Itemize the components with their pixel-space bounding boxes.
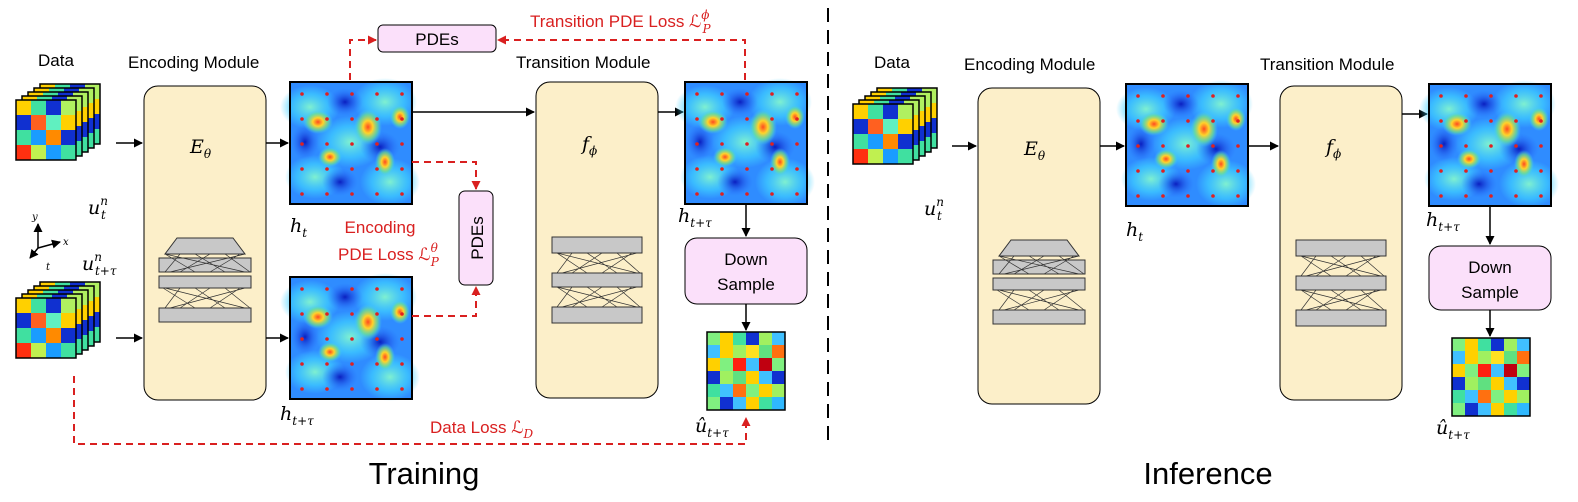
label-ht: ht	[290, 215, 307, 240]
inference-transition-label: Transition Module	[1260, 55, 1395, 74]
encoder-network-icon	[158, 237, 252, 323]
inference-transition-symbol: fϕ	[1324, 136, 1341, 161]
label-uhat: ût+τ	[695, 415, 729, 440]
svg-text:x: x	[63, 237, 69, 248]
inference-transition-network-icon	[1295, 239, 1387, 327]
latent-field-httau	[279, 272, 421, 402]
inference-downsample-line1: Down	[1468, 258, 1511, 277]
label-httau: ht+τ	[280, 403, 314, 428]
downsample-box	[684, 237, 808, 305]
latent-field-out	[674, 77, 816, 207]
inference-latent-ht	[1115, 79, 1257, 209]
inference-latent-out	[1418, 79, 1560, 209]
inference-encoder-symbol: Eθ	[1023, 138, 1046, 163]
inference-label-hout: ht+τ	[1426, 209, 1460, 234]
output-grid	[706, 331, 786, 411]
inference-downsample-line2: Sample	[1461, 283, 1519, 302]
training-transition-label: Transition Module	[516, 53, 651, 72]
inference-data-label: Data	[874, 53, 910, 72]
downsample-line2: Sample	[717, 275, 775, 294]
inference-label-uhat: ût+τ	[1436, 417, 1470, 442]
pdes-top-label: PDEs	[415, 30, 458, 49]
training-panel: Data Encoding Module Transition Module u…	[16, 8, 816, 491]
training-data-label: Data	[38, 51, 74, 70]
training-title: Training	[369, 456, 480, 491]
inference-label-ht: ht	[1126, 219, 1143, 244]
svg-text:t: t	[46, 262, 51, 273]
inference-encoder-network-icon	[992, 239, 1086, 325]
encoding-loss-line1: Encoding	[345, 218, 416, 237]
inference-panel: Data Encoding Module Transition Module u…	[853, 53, 1560, 491]
encoder-symbol: Eθ	[189, 136, 212, 161]
training-encoding-label: Encoding Module	[128, 53, 259, 72]
latent-field-ht	[279, 77, 421, 207]
svg-text:y: y	[31, 212, 38, 223]
downsample-line1: Down	[724, 250, 767, 269]
axes-icon: y x t	[29, 212, 69, 273]
inference-encoding-label: Encoding Module	[964, 55, 1095, 74]
label-hout: ht+τ	[678, 205, 712, 230]
pdes-top-box	[377, 24, 497, 53]
inference-output-grid	[1451, 337, 1531, 417]
transition-symbol: fϕ	[580, 133, 597, 158]
pdes-side-label: PDEs	[468, 216, 487, 259]
input-stack-ut	[16, 84, 100, 160]
transition-network-icon	[551, 236, 643, 324]
data-loss: Data Loss ℒD	[430, 418, 534, 441]
pdes-side-box	[458, 190, 494, 286]
input-stack-uttau	[16, 282, 100, 358]
inference-title: Inference	[1143, 456, 1272, 491]
inference-input-stack	[853, 88, 937, 164]
